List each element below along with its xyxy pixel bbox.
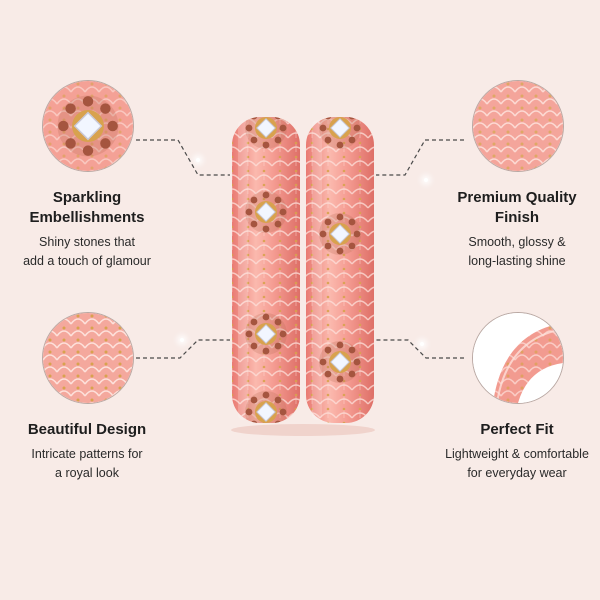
feature-perfect-fit: Perfect Fit Lightweight & comfortable fo… <box>417 420 600 483</box>
feature-beautiful-design: Beautiful Design Intricate patterns for … <box>0 420 187 483</box>
feature-title: Perfect Fit <box>480 421 554 438</box>
feature-title: Beautiful Design <box>27 421 147 438</box>
sparkle <box>180 338 184 342</box>
feature-premium-quality-finish: Premium Quality Finish Smooth, glossy & … <box>417 188 600 271</box>
feature-title: Sparkling Embellishments <box>29 189 145 226</box>
pattern-closeup-icon <box>42 312 134 404</box>
feature-description: Intricate patterns for a royal look <box>31 447 143 480</box>
feature-description: Lightweight & comfortable for everyday w… <box>445 447 589 480</box>
sparkling-stones-closeup-icon <box>42 80 134 172</box>
feature-description: Smooth, glossy & long-lasting shine <box>468 235 566 268</box>
feature-description: Shiny stones that add a touch of glamour <box>23 235 151 268</box>
feature-title: Premium Quality Finish <box>457 189 577 226</box>
feature-sparkling-embellishments: Sparkling Embellishments Shiny stones th… <box>0 188 187 271</box>
left-bangle <box>232 117 300 423</box>
glossy-finish-closeup-icon <box>472 80 564 172</box>
sparkle <box>424 178 428 182</box>
sparkle <box>196 158 200 162</box>
sparkle <box>420 342 424 346</box>
right-bangle <box>306 117 374 423</box>
bangle-edge-closeup-icon <box>472 312 564 404</box>
